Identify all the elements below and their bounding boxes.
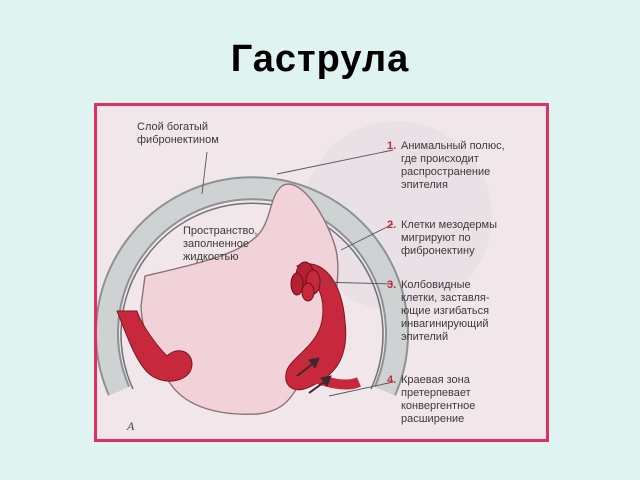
leader-lines bbox=[201, 149, 394, 397]
left-lip bbox=[116, 310, 193, 382]
legend-text-2: Клетки мезодермы мигрируют по фибронекти… bbox=[401, 219, 497, 257]
fibronectin-layer-label: Слой богатый фибронектином bbox=[137, 121, 219, 146]
gastrula-figure: Слой богатый фибронектином Пространство,… bbox=[94, 103, 549, 442]
gastrula-diagram bbox=[97, 121, 492, 415]
legend-text-4: Краевая зона претерпевает конвергентное … bbox=[401, 374, 476, 425]
legend-number-2: 2. bbox=[387, 219, 397, 231]
background-shadow bbox=[302, 121, 492, 311]
legend-number-3: 3. bbox=[387, 279, 397, 291]
slide-title: Гаструла bbox=[230, 38, 410, 80]
cavity-label: Пространство, заполненное жидкостью bbox=[183, 225, 258, 263]
fibronectin-line bbox=[120, 202, 384, 390]
migration-arrows bbox=[296, 357, 332, 394]
mesoderm-band bbox=[285, 263, 347, 391]
bottle-cells bbox=[290, 261, 321, 302]
legend-text-1: Анимальный полюс, где происходит распрос… bbox=[401, 140, 505, 191]
legend-number-1: 1. bbox=[387, 140, 397, 152]
legend-text-3: Колбовидные клетки, заставля- ющие изгиб… bbox=[401, 279, 490, 343]
legend-number-4: 4. bbox=[387, 374, 397, 386]
panel-letter: А bbox=[127, 419, 135, 433]
